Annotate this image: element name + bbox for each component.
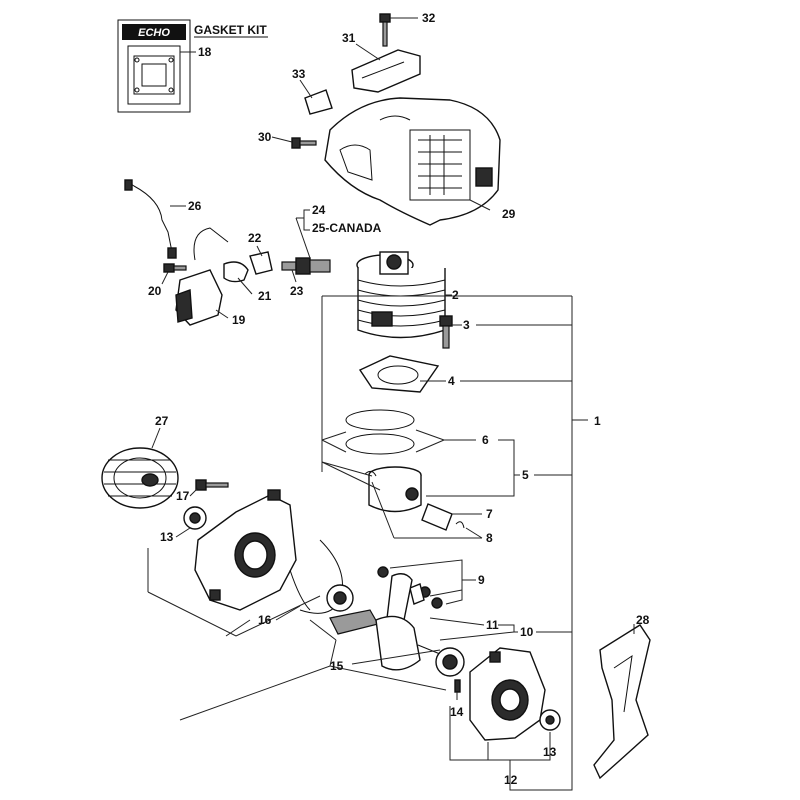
callout-26: 26 — [188, 199, 202, 213]
callout-33: 33 — [292, 67, 306, 81]
spark-plug-cap — [223, 261, 249, 283]
dowel-pin — [454, 679, 461, 693]
callout-6: 6 — [482, 433, 489, 447]
circlip-left — [364, 470, 377, 477]
callout-21: 21 — [258, 289, 272, 303]
callout-13-left: 13 — [160, 530, 174, 544]
callout-14: 14 — [450, 705, 464, 719]
spark-plug — [281, 257, 331, 275]
piston-rings — [345, 409, 415, 455]
main-bearing-left — [326, 584, 354, 612]
cover-bracket — [351, 49, 421, 93]
callout-20: 20 — [148, 284, 162, 298]
callout-31: 31 — [342, 31, 356, 45]
callout-15: 15 — [330, 659, 344, 673]
callout-30: 30 — [258, 130, 272, 144]
needle-bearings — [377, 566, 443, 609]
piston — [368, 466, 422, 513]
callout-28: 28 — [636, 613, 650, 627]
crankshaft — [329, 573, 441, 671]
crankcase-right — [469, 647, 546, 741]
plug-wire — [124, 179, 177, 259]
callout-23: 23 — [290, 284, 304, 298]
callout-25-canada: 25-CANADA — [312, 221, 382, 235]
piston-pin — [421, 503, 453, 531]
screw-20 — [163, 263, 187, 273]
echo-logo: ECHO — [138, 27, 170, 39]
callout-1: 1 — [594, 414, 601, 428]
callout-8: 8 — [486, 531, 493, 545]
callout-11: 11 — [486, 618, 499, 632]
callout-labels: 1 2 3 4 5 6 7 8 9 10 11 12 13 13 14 15 1… — [148, 11, 650, 787]
callout-7: 7 — [486, 507, 493, 521]
label-plate — [304, 89, 333, 115]
gasket-kit-box: ECHO GASKET KIT — [117, 19, 268, 113]
main-bearing-right — [435, 647, 465, 677]
callout-16: 16 — [258, 613, 272, 627]
plug-boot-22 — [249, 251, 273, 275]
cylinder-gasket — [358, 355, 440, 393]
crankcase-left — [194, 489, 297, 611]
screw-3 — [439, 315, 453, 349]
callout-2: 2 — [452, 288, 459, 302]
screw-32 — [379, 13, 391, 47]
mounting-bracket — [593, 624, 651, 780]
callout-17: 17 — [176, 489, 190, 503]
cylinder — [356, 251, 446, 339]
callout-24: 24 — [312, 203, 326, 217]
callout-27: 27 — [155, 414, 169, 428]
callout-18: 18 — [198, 45, 212, 59]
callout-29: 29 — [502, 207, 516, 221]
oil-seal-left — [183, 506, 207, 530]
circlip-right — [455, 521, 465, 529]
callout-5: 5 — [522, 468, 529, 482]
callout-13-right: 13 — [543, 745, 557, 759]
oil-seal-right — [539, 709, 561, 731]
callout-12: 12 — [504, 773, 518, 787]
callout-3: 3 — [463, 318, 470, 332]
ignition-coil — [175, 227, 229, 326]
engine-cover — [324, 97, 501, 226]
callout-19: 19 — [232, 313, 246, 327]
gasket-kit-title: GASKET KIT — [194, 23, 267, 37]
bolt-17 — [195, 479, 229, 491]
callout-9: 9 — [478, 573, 485, 587]
callout-4: 4 — [448, 374, 455, 388]
screw-30 — [291, 137, 317, 149]
callout-10: 10 — [520, 625, 534, 639]
leader-lines — [147, 17, 635, 791]
callout-22: 22 — [248, 231, 262, 245]
callout-32: 32 — [422, 11, 436, 25]
flywheel — [101, 447, 179, 509]
